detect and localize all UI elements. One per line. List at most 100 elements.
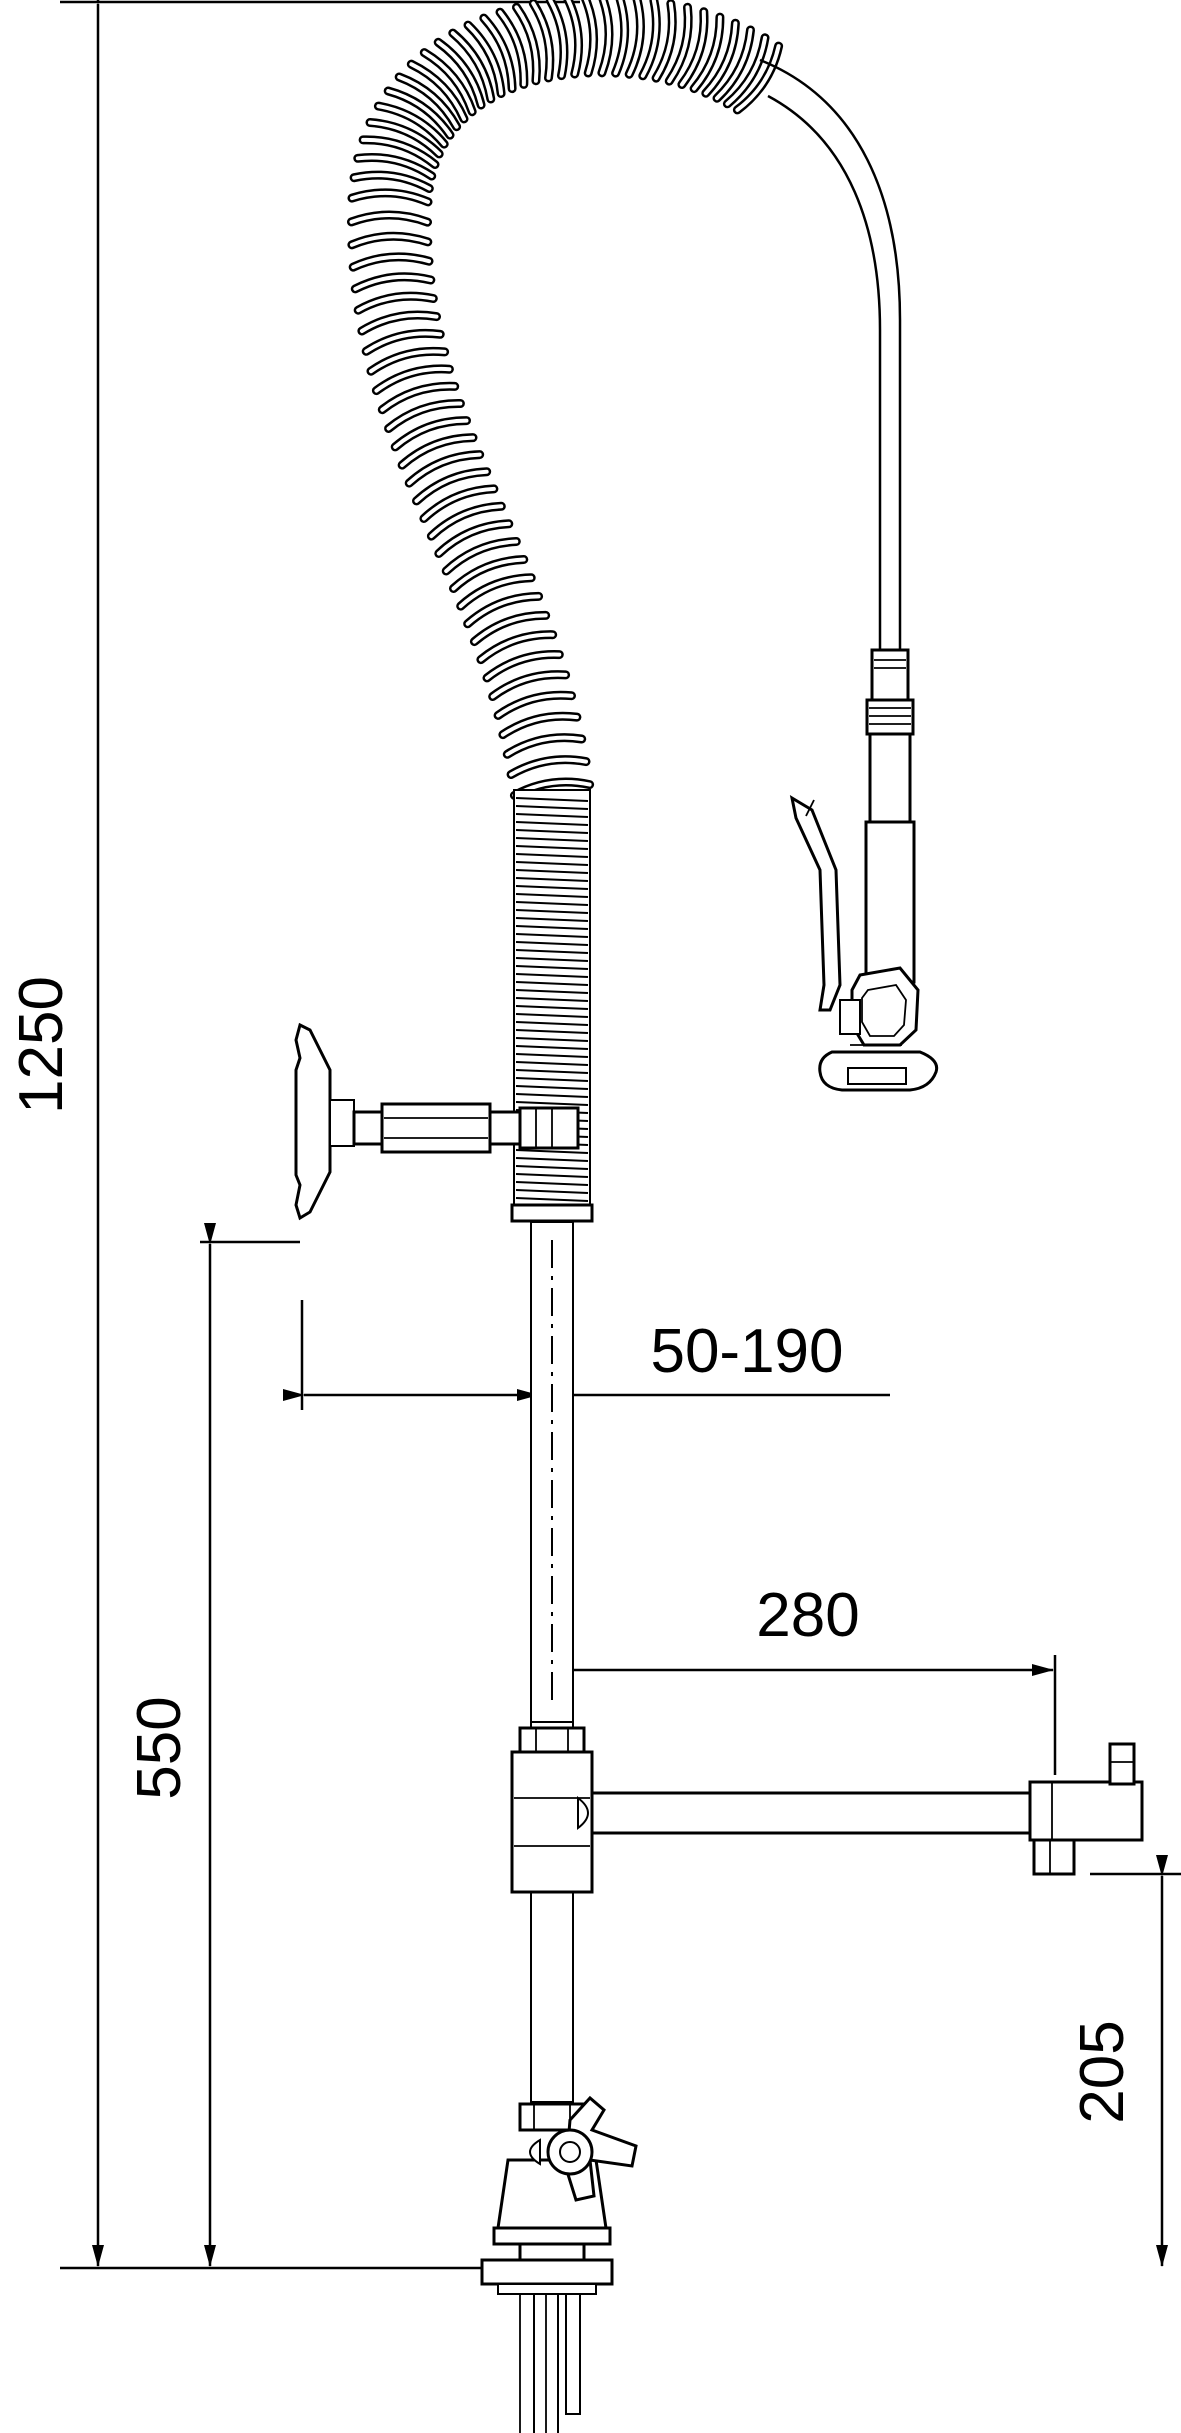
spring-rib (515, 805, 589, 810)
spring-coil-turn-highlight (509, 757, 588, 777)
spring-rib (515, 861, 589, 866)
spring-coil-turn-highlight (500, 714, 579, 737)
spring-coil-turn-highlight (407, 452, 482, 486)
spring-coil-turn-highlight (640, 0, 659, 78)
spring-rib (515, 1005, 589, 1010)
spring-coil-turn-highlight (422, 50, 475, 114)
dimension-arm-reach: 280 (537, 1581, 1057, 1775)
spring-coil-turn-highlight (376, 104, 447, 147)
swivel-arm (577, 1742, 1144, 1876)
base-valve (492, 2095, 638, 2246)
spring-rib (515, 1197, 589, 1202)
spring-rib (515, 1077, 589, 1082)
spring-rib (515, 917, 589, 922)
spring-rib (515, 1013, 589, 1018)
spring-rib (515, 821, 589, 826)
spring-coil-turn-highlight (466, 23, 504, 96)
spring-coil-turn-highlight (349, 234, 430, 247)
spring-coil-turn-highlight (599, 0, 611, 75)
spring-rib (515, 877, 589, 882)
spring-coil-turn-highlight (353, 274, 433, 291)
spring-rib (515, 1053, 589, 1058)
spring-rib (515, 933, 589, 938)
spring-rib (515, 989, 589, 994)
spring-rib (515, 1165, 589, 1170)
spring-coil-turn-highlight (450, 31, 493, 101)
spring-coil-turn-highlight (498, 10, 526, 87)
spring-rib (515, 1021, 589, 1026)
spring-coil-turn-highlight (514, 5, 539, 83)
spring-coil-turn-highlight (490, 672, 568, 699)
spring-coil-turn-highlight (414, 469, 489, 503)
dimension-wall-offset-label: 50-190 (650, 1317, 843, 1386)
dimension-spout-height-label: 205 (1068, 2020, 1137, 2123)
spring-coil-turn-highlight (472, 613, 548, 644)
spring-coil-turn-highlight (613, 0, 627, 76)
spring-coil-turn-highlight (505, 735, 584, 757)
spring-coil (347, 0, 784, 800)
dimension-total-height: 1250 (7, 0, 104, 2267)
spring-rib (515, 1149, 589, 1154)
wall-bracket (294, 1022, 580, 1221)
spring-coil-turn-highlight (351, 254, 431, 270)
spring-coil-turn-highlight (679, 9, 707, 87)
spring-coil-turn-highlight (667, 5, 691, 84)
spring-coil-turn-highlight (356, 294, 436, 313)
dimension-arm-reach-label: 280 (756, 1581, 859, 1650)
spring-coil-turn-highlight (352, 173, 432, 191)
spring-rib (515, 965, 589, 970)
dimension-spout-height: 205 (1068, 1855, 1168, 2267)
spring-coil-turn-highlight (465, 594, 541, 626)
spring-coil-turn-highlight (397, 75, 459, 129)
spring-rib (515, 949, 589, 954)
spring-rib (515, 1069, 589, 1074)
spring-coil-turn-highlight (583, 0, 596, 75)
spring-rib (515, 845, 589, 850)
spring-coil-turn-highlight (429, 504, 504, 539)
spring-rib (515, 853, 589, 858)
spring-rib (515, 1037, 589, 1042)
spring-rib (515, 1181, 589, 1186)
spring-coil-turn-highlight (368, 120, 442, 156)
spring-rib (515, 893, 589, 898)
spring-coil-turn-highlight (531, 1, 552, 80)
dimension-mount-height: 550 (125, 1223, 216, 2267)
spring-rib (515, 1061, 589, 1066)
spring-coil-turn-highlight (421, 486, 496, 521)
spring-coil-turn-highlight (692, 15, 722, 91)
spray-head (789, 648, 939, 1092)
spring-rib (515, 981, 589, 986)
deck-mount (480, 2242, 614, 2433)
dimension-total-height-label: 1250 (7, 976, 76, 1114)
spring-rib (515, 973, 589, 978)
reference-lines (60, 0, 1181, 2270)
spring-rib (515, 957, 589, 962)
spring-rib (515, 1189, 589, 1194)
spring-coil-turn-highlight (478, 632, 555, 662)
spring-coil-turn-highlight (654, 1, 675, 81)
spring-rib (515, 1029, 589, 1034)
spring-rib (515, 925, 589, 930)
spring-coil-turn-highlight (458, 575, 534, 609)
dimension-mount-height-label: 550 (125, 1696, 194, 1799)
spring-rib (515, 1085, 589, 1090)
spring-coil-turn-highlight (361, 137, 437, 167)
spring-coil-turn-highlight (444, 539, 519, 573)
spring-coil-turn-highlight (548, 0, 566, 78)
spring-rib (515, 909, 589, 914)
spring-coil-turn-highlight (386, 401, 463, 431)
spring-coil-turn-highlight (400, 435, 475, 468)
spring-coil-turn-highlight (496, 693, 574, 718)
spring-coil-turn-highlight (369, 349, 447, 374)
spring-coil-turn-highlight (703, 21, 738, 96)
spring-coil-turn-highlight (436, 521, 511, 556)
spring-rib (515, 1173, 589, 1178)
spring-lower-section (510, 789, 594, 1223)
spring-coil-turn-highlight (485, 652, 562, 680)
spring-coil-turn-highlight (355, 155, 434, 178)
spring-coil-turn-highlight (380, 384, 457, 412)
spring-coil-turn-highlight (735, 44, 781, 112)
spring-rib (515, 901, 589, 906)
spring-coil-turn-highlight (393, 418, 469, 449)
